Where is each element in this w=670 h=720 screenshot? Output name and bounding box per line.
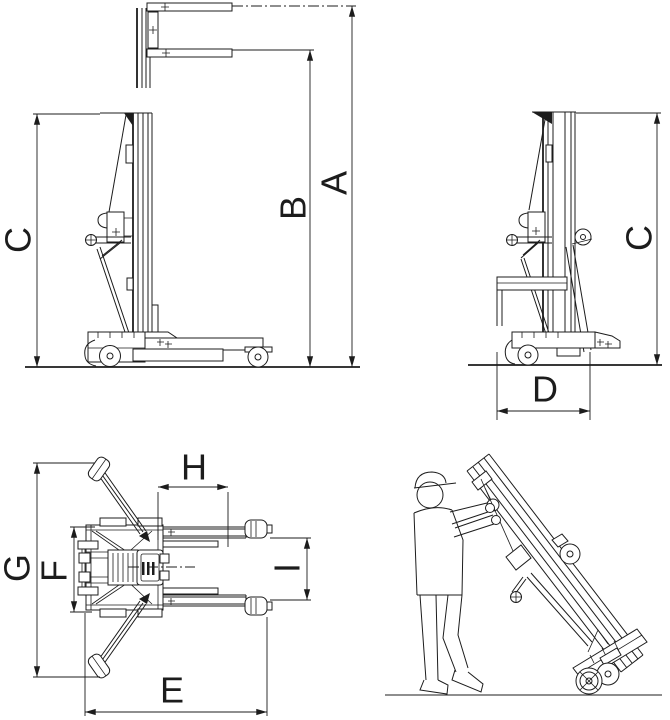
dimension-d: D bbox=[496, 352, 591, 420]
dimension-c-folded: C bbox=[576, 112, 661, 365]
leg-top bbox=[162, 519, 273, 548]
hand bbox=[485, 503, 495, 513]
winch-cable bbox=[108, 114, 127, 213]
back-foot bbox=[419, 679, 449, 695]
crank-knob-top bbox=[78, 571, 91, 583]
fork-lower bbox=[146, 48, 233, 58]
top-view: H G F I E bbox=[0, 447, 311, 716]
tilted-lift bbox=[466, 453, 648, 695]
mast-bracket bbox=[125, 144, 134, 164]
folded-legs-shelf bbox=[496, 276, 568, 326]
caster-bracket bbox=[504, 339, 516, 365]
dim-label-a: A bbox=[314, 171, 355, 195]
dimension-b: B bbox=[232, 49, 314, 367]
lowered-fork-plate bbox=[132, 348, 224, 362]
outrigger-upper bbox=[87, 456, 150, 542]
base-chassis bbox=[504, 331, 621, 366]
dimension-g: G bbox=[0, 462, 100, 678]
base-chassis bbox=[84, 331, 273, 368]
winch bbox=[506, 211, 552, 335]
winch bbox=[85, 211, 133, 336]
dimension-h: H bbox=[157, 447, 229, 547]
side-view-extended: C B A bbox=[0, 2, 360, 368]
support-brace bbox=[96, 246, 130, 336]
operator-figure bbox=[413, 471, 501, 695]
mast bbox=[466, 453, 644, 673]
dimension-f: F bbox=[34, 526, 95, 613]
dim-label-h: H bbox=[181, 447, 207, 488]
crank-lever bbox=[520, 239, 541, 259]
arms bbox=[449, 502, 495, 538]
dim-label-e: E bbox=[160, 670, 184, 711]
front-leg bbox=[442, 594, 469, 673]
winch-body bbox=[527, 211, 546, 243]
torso bbox=[413, 507, 464, 596]
plus-mark bbox=[149, 26, 157, 34]
fork-raised bbox=[146, 2, 233, 12]
dim-label-c-folded: C bbox=[619, 225, 660, 251]
dimension-a: A bbox=[232, 5, 356, 367]
crank-knob-top bbox=[78, 552, 91, 564]
leg-bottom bbox=[162, 587, 273, 616]
winch-top bbox=[77, 540, 195, 596]
dim-label-i: I bbox=[267, 563, 308, 573]
dim-label-b: B bbox=[273, 196, 314, 220]
mast-cross-section bbox=[136, 549, 164, 586]
winch-body bbox=[505, 544, 532, 571]
dim-label-c: C bbox=[0, 227, 39, 253]
outrigger-lower bbox=[87, 593, 150, 679]
cap-brim bbox=[413, 482, 457, 489]
dim-label-g: G bbox=[0, 554, 38, 582]
dim-label-d: D bbox=[532, 369, 558, 410]
caster-bracket bbox=[84, 339, 97, 367]
hand bbox=[491, 515, 501, 525]
operator-tilt-view bbox=[385, 453, 662, 696]
dim-label-f: F bbox=[34, 560, 75, 582]
side-view-folded: C D bbox=[468, 111, 662, 420]
raised-mast-section bbox=[136, 2, 233, 88]
pulley bbox=[532, 112, 552, 124]
base-bracket bbox=[587, 629, 609, 653]
dimension-i: I bbox=[267, 537, 311, 601]
dimension-c: C bbox=[0, 113, 100, 367]
support-brace bbox=[520, 257, 550, 335]
cap bbox=[414, 471, 447, 489]
winch-body bbox=[106, 211, 125, 243]
front-foot bbox=[451, 669, 484, 693]
folded-legs-bar bbox=[526, 572, 593, 647]
crank-shaft bbox=[93, 236, 131, 244]
dimension-e: E bbox=[84, 613, 268, 716]
winch-cable bbox=[528, 113, 547, 211]
back-leg bbox=[419, 594, 439, 681]
